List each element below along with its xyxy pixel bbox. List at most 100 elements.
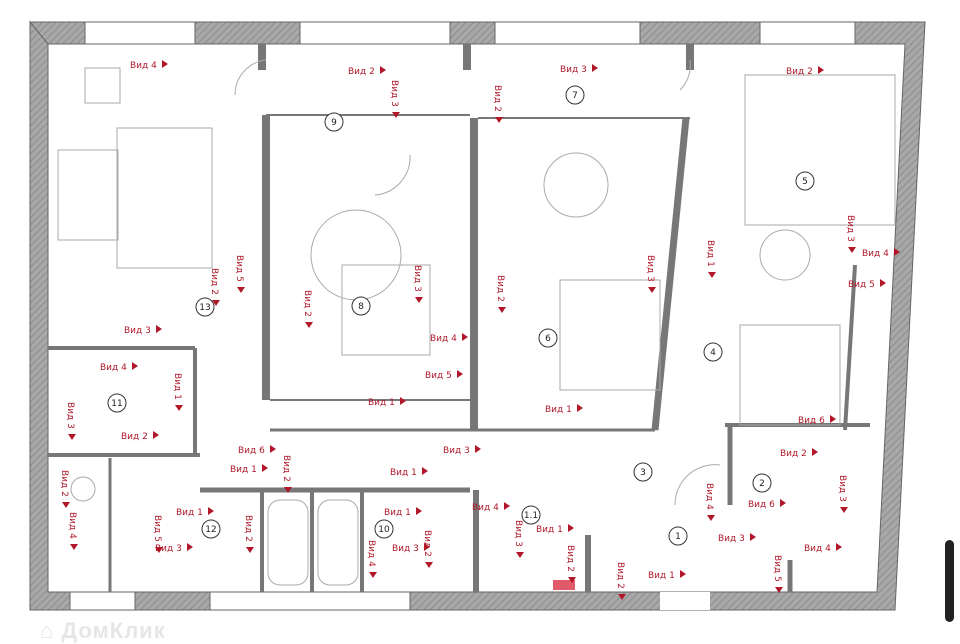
view-marker: Вид 3 — [389, 80, 400, 118]
room-label: 3 — [633, 462, 653, 482]
view-marker: Вид 3 — [645, 255, 656, 293]
room-number: 3 — [640, 468, 646, 478]
view-arrow-icon — [400, 397, 406, 405]
view-arrow-icon — [416, 507, 422, 515]
view-label: Вид 6 — [798, 416, 825, 426]
view-label: Вид 2 — [302, 290, 312, 317]
view-label: Вид 3 — [65, 402, 75, 429]
view-label: Вид 3 — [124, 326, 151, 336]
view-marker: Вид 2 — [565, 545, 576, 583]
view-label: Вид 3 — [389, 80, 399, 107]
scrollbar[interactable] — [945, 540, 954, 622]
view-label: Вид 5 — [848, 280, 875, 290]
view-arrow-icon — [475, 445, 481, 453]
view-label: Вид 2 — [422, 530, 432, 557]
view-marker: Вид 2 — [59, 470, 70, 508]
view-arrow-icon — [155, 547, 163, 553]
view-arrow-icon — [457, 370, 463, 378]
view-label: Вид 3 — [837, 475, 847, 502]
windows — [69, 21, 856, 611]
view-marker: Вид 4 — [100, 362, 138, 373]
view-marker: Вид 5 — [425, 370, 463, 381]
view-arrow-icon — [894, 248, 900, 256]
view-marker: Вид 1 — [176, 507, 214, 518]
view-marker: Вид 2 — [495, 275, 506, 313]
view-markers: Вид 4 Вид 5 Вид 2 Вид 3 Вид 2 Вид 3 Вид 3 Вид 2… — [59, 60, 900, 600]
view-label: Вид 2 — [209, 268, 219, 295]
view-marker: Вид 2 — [243, 515, 254, 553]
view-marker: Вид 5 — [152, 515, 163, 553]
room-number-circle — [374, 519, 394, 539]
view-label: Вид 6 — [748, 500, 775, 510]
view-label: Вид 4 — [804, 544, 831, 554]
view-arrow-icon — [498, 307, 506, 313]
room-number-circle — [752, 473, 772, 493]
view-label: Вид 5 — [152, 515, 162, 542]
view-marker: Вид 1 — [536, 524, 574, 535]
view-label: Вид 1 — [390, 468, 417, 478]
view-marker: Вид 1 — [384, 507, 422, 518]
view-arrow-icon — [425, 562, 433, 568]
view-marker: Вид 3 — [124, 325, 162, 336]
room-label: 8 — [351, 296, 371, 316]
view-marker: Вид 2 — [786, 66, 824, 77]
view-marker: Вид 6 — [798, 415, 836, 426]
view-marker: Вид 4 — [430, 333, 468, 344]
room-number-circle — [795, 171, 815, 191]
view-label: Вид 1 — [545, 405, 572, 415]
view-label: Вид 3 — [560, 65, 587, 75]
view-arrow-icon — [175, 405, 183, 411]
room-label: 6 — [538, 328, 558, 348]
view-marker: Вид 5 — [848, 279, 886, 290]
view-label: Вид 1 — [705, 240, 715, 267]
view-arrow-icon — [70, 544, 78, 550]
view-marker: Вид 1 — [368, 397, 406, 408]
view-label: Вид 1 — [648, 571, 675, 581]
view-arrow-icon — [187, 543, 193, 551]
view-arrow-icon — [162, 60, 168, 68]
view-marker: Вид 4 — [67, 512, 78, 550]
room-label: 7 — [565, 85, 585, 105]
view-marker: Вид 2 — [422, 530, 433, 568]
view-arrow-icon — [284, 487, 292, 493]
room-label: 12 — [201, 519, 221, 539]
view-label: Вид 3 — [845, 215, 855, 242]
view-marker: Вид 2 — [492, 85, 503, 123]
view-arrow-icon — [848, 247, 856, 253]
room-label: 10 — [374, 519, 394, 539]
room-number: 9 — [331, 118, 337, 128]
view-arrow-icon — [568, 577, 576, 583]
view-label: Вид 3 — [513, 520, 523, 547]
view-marker: Вид 2 — [281, 455, 292, 493]
view-label: Вид 5 — [234, 255, 244, 282]
view-marker: Вид 3 — [155, 543, 193, 554]
view-label: Вид 2 — [348, 67, 375, 77]
view-label: Вид 2 — [786, 67, 813, 77]
room-number: 7 — [572, 91, 578, 101]
view-arrow-icon — [68, 434, 76, 440]
watermark-text: ДомКлик — [61, 618, 166, 643]
view-marker: Вид 1 — [545, 404, 583, 415]
view-arrow-icon — [380, 66, 386, 74]
view-arrow-icon — [305, 322, 313, 328]
view-label: Вид 2 — [565, 545, 575, 572]
view-marker: Вид 4 — [366, 540, 377, 578]
room-number-circle — [195, 297, 215, 317]
room-number: 8 — [358, 302, 364, 312]
view-label: Вид 1 — [368, 398, 395, 408]
room-label: 1.1 — [521, 505, 541, 525]
view-arrow-icon — [262, 464, 268, 472]
room-number-circle — [351, 296, 371, 316]
view-marker: Вид 1 — [705, 240, 716, 278]
view-marker: Вид 6 — [748, 499, 786, 510]
view-arrow-icon — [830, 415, 836, 423]
view-arrow-icon — [750, 533, 756, 541]
view-arrow-icon — [62, 502, 70, 508]
room-number-circle — [324, 112, 344, 132]
view-label: Вид 3 — [155, 544, 182, 554]
view-arrow-icon — [818, 66, 824, 74]
view-label: Вид 3 — [645, 255, 655, 282]
view-marker: Вид 3 — [837, 475, 848, 513]
